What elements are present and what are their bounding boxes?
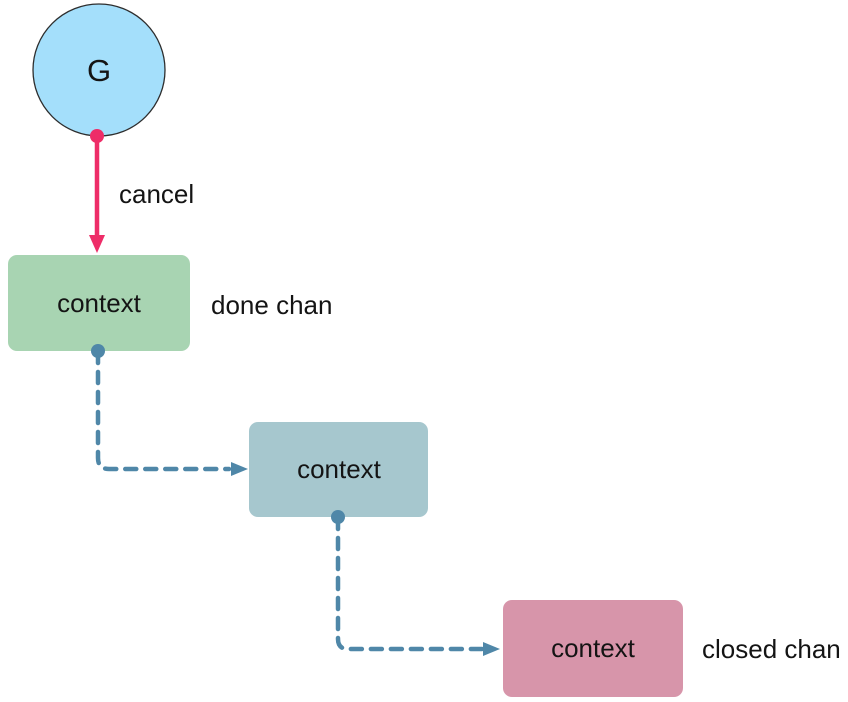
context-node-middle-box xyxy=(249,422,428,517)
goroutine-label: G xyxy=(87,53,111,88)
context-node-closed: context closed chan xyxy=(503,600,841,697)
context-node-done-label: context xyxy=(57,288,142,318)
propagation-edge-2 xyxy=(331,510,500,656)
cancel-arrowhead-icon xyxy=(89,235,105,253)
propagation-edge-2-arrowhead-icon xyxy=(483,642,500,656)
context-node-done: context done chan xyxy=(8,255,332,351)
closed-chan-annotation: closed chan xyxy=(702,634,841,664)
context-node-closed-box xyxy=(503,600,683,697)
goroutine-node: G xyxy=(32,3,166,137)
done-chan-annotation: done chan xyxy=(211,290,332,320)
propagation-edge-1-arrowhead-icon xyxy=(231,462,248,476)
cancel-edge-label: cancel xyxy=(119,179,194,209)
context-node-middle: context xyxy=(249,422,428,517)
propagation-edge-1 xyxy=(91,344,248,476)
context-node-middle-label: context xyxy=(297,454,382,484)
context-node-done-box xyxy=(8,255,190,351)
context-node-closed-label: context xyxy=(551,633,636,663)
propagation-edge-1-line xyxy=(95,349,232,472)
propagation-edge-2-line xyxy=(335,515,486,652)
cancel-arrow: cancel xyxy=(89,129,194,253)
